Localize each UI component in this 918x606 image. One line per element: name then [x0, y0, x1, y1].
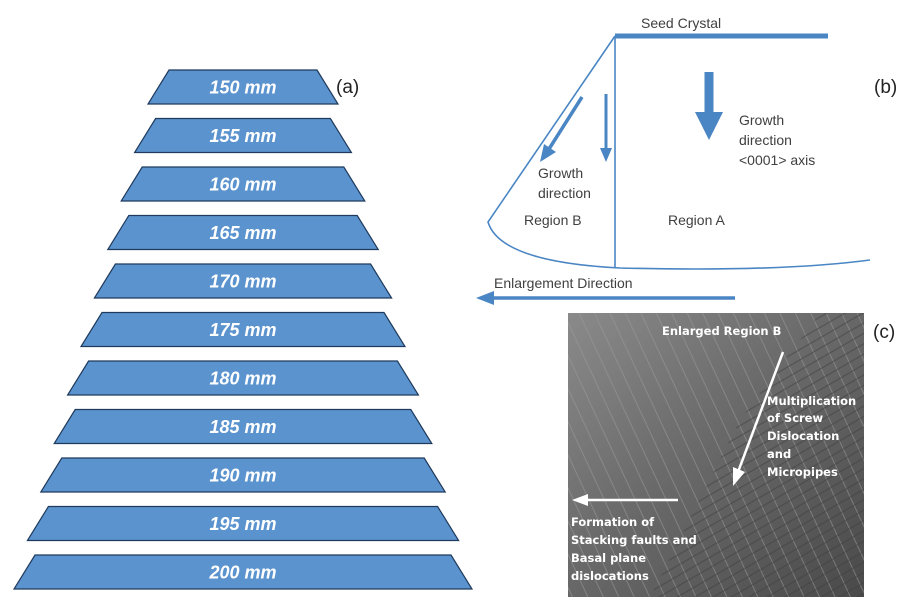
multiplication-line-5: Micropipes: [767, 465, 838, 479]
wafer-trapezoid: [93, 263, 393, 299]
growth-arrow-slanted-head: [540, 144, 556, 162]
multiplication-line-2: of Screw: [767, 411, 823, 425]
wafer-trapezoid: [53, 408, 433, 445]
panel-c-label: (c): [873, 322, 895, 343]
enlargement-label: Enlargement Direction: [494, 275, 633, 291]
wafer-size-label: 165 mm: [209, 223, 276, 243]
micrograph-streak-band: [650, 313, 864, 597]
wafer-size-label: 190 mm: [209, 466, 276, 486]
panel-a-wafer-sizes: 150 mm 155 mm 160 mm 165 mm 170 mm 175 mm 180 …: [12, 69, 474, 590]
wafer-trapezoid: [133, 117, 353, 154]
wafer-trapezoid: [12, 554, 474, 590]
multiplication-line-3: Dislocation: [767, 429, 839, 443]
formation-line-1: Formation of: [571, 515, 655, 529]
wafer-trapezoid: [120, 166, 366, 202]
crystal-outline: [487, 35, 871, 270]
wafer-size-label: 175 mm: [209, 320, 276, 340]
multiplication-line-1: Multiplication: [767, 394, 856, 408]
panel-c-micrograph: Enlarged Region B Multiplication of Scre…: [568, 313, 895, 597]
region-b-label: Region B: [524, 212, 582, 228]
multiplication-arrow-head: [733, 467, 745, 486]
micrograph-title: Enlarged Region B: [662, 324, 781, 338]
growth-axis-line-2: direction: [739, 132, 792, 148]
growth-line-1: Growth: [538, 165, 583, 181]
multiplication-arrow: [736, 351, 785, 473]
multiplication-line-4: and: [767, 447, 791, 461]
wafer-size-label: 170 mm: [209, 272, 276, 292]
wafer-trapezoid: [39, 457, 447, 493]
wafer-size-label: 180 mm: [209, 369, 276, 389]
formation-line-4: dislocations: [571, 569, 649, 583]
growth-arrow-vertical-head: [600, 148, 612, 162]
growth-axis-line-3: <0001> axis: [739, 152, 815, 168]
growth-axis-line-1: Growth: [739, 112, 784, 128]
wafer-size-label: 185 mm: [209, 417, 276, 437]
wafer-trapezoid: [26, 505, 460, 542]
region-a-label: Region A: [668, 212, 725, 228]
panel-a-label: (a): [336, 77, 359, 98]
wafer-size-label: 150 mm: [209, 78, 276, 98]
seed-crystal-label: Seed Crystal: [641, 15, 721, 31]
wafer-trapezoid: [79, 311, 407, 348]
panel-b-label: (b): [874, 77, 897, 98]
growth-line-2: direction: [538, 185, 591, 201]
wafer-size-label: 200 mm: [208, 563, 276, 583]
wafer-trapezoid: [146, 69, 340, 105]
panel-b-growth-schematic: Seed Crystal Growth direction <0001> axi…: [476, 15, 897, 305]
wafer-trapezoid: [66, 360, 420, 396]
wafer-trapezoid: [106, 214, 380, 251]
growth-arrow-slanted: [547, 96, 584, 150]
wafer-size-label: 160 mm: [209, 175, 276, 195]
wafer-size-label: 195 mm: [209, 514, 276, 534]
enlargement-arrow-head: [476, 291, 494, 305]
growth-axis-arrow-head: [695, 112, 723, 140]
wafer-size-label: 155 mm: [209, 126, 276, 146]
formation-line-3: Basal plane: [571, 551, 646, 565]
formation-arrow-head: [572, 494, 588, 506]
formation-line-2: Stacking faults and: [571, 533, 697, 547]
